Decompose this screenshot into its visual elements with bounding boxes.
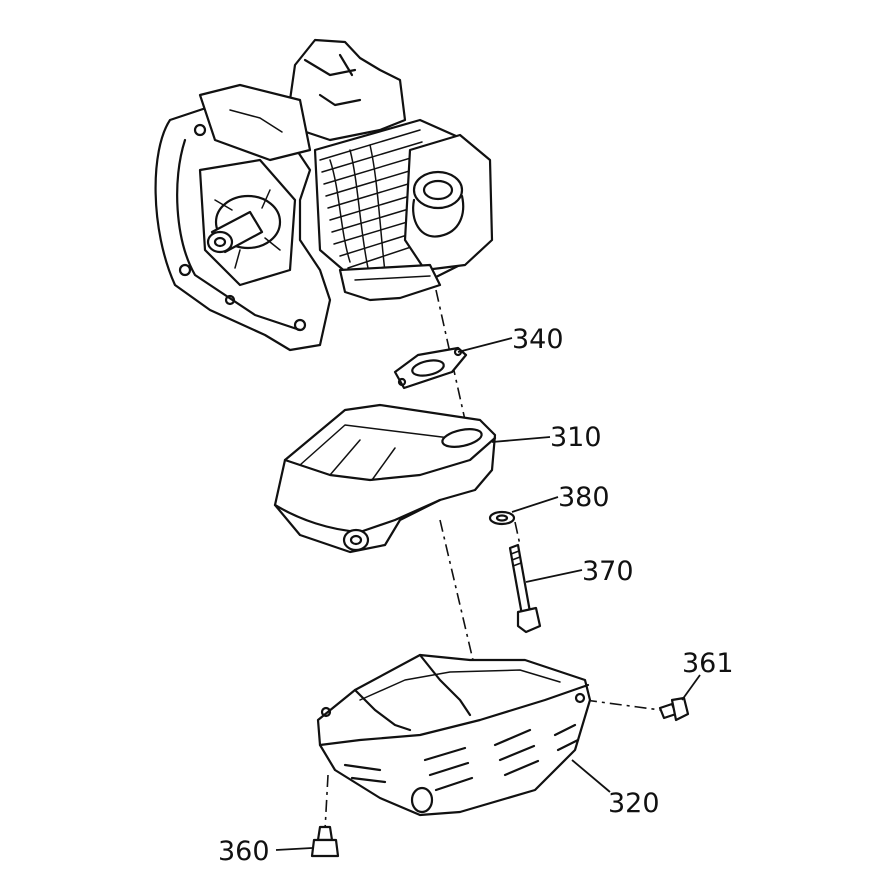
callout-360: 360 [218, 836, 313, 867]
assembly-lines [324, 289, 669, 831]
label-370: 370 [582, 556, 634, 587]
callout-340: 340 [457, 324, 564, 355]
label-320: 320 [608, 788, 660, 819]
callout-310: 310 [491, 422, 602, 453]
callout-380: 380 [511, 482, 610, 513]
label-360: 360 [218, 836, 270, 867]
muffler [273, 403, 497, 554]
label-310: 310 [550, 422, 602, 453]
label-340: 340 [512, 324, 564, 355]
callout-320: 320 [571, 759, 660, 819]
bottom-bolt [310, 825, 340, 858]
muffler-cover [316, 653, 592, 817]
label-361: 361 [682, 648, 734, 679]
callout-361: 361 [681, 648, 734, 701]
engine-assembly [154, 38, 494, 352]
washer [488, 510, 516, 526]
gasket [393, 346, 468, 390]
label-380: 380 [558, 482, 610, 513]
side-bolt [658, 696, 690, 722]
stud-bolt [508, 543, 542, 634]
callout-370: 370 [525, 556, 634, 587]
